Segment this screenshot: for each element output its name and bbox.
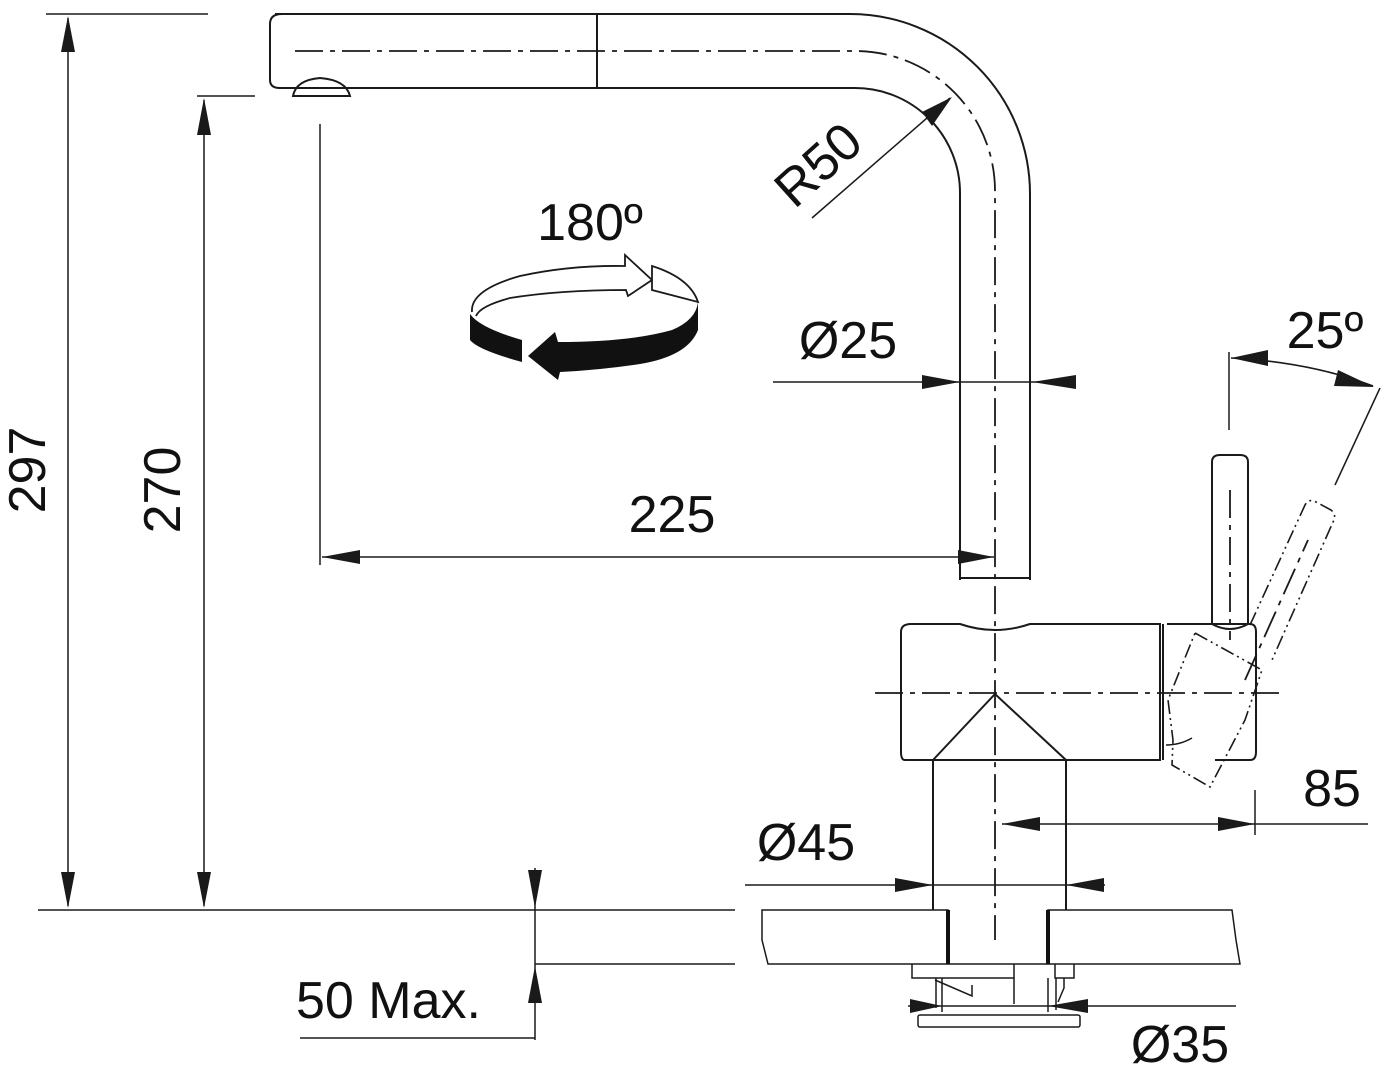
dimension-lever-angle: 25º bbox=[1228, 302, 1381, 486]
label-270: 270 bbox=[134, 447, 192, 534]
mounting-nut bbox=[911, 964, 1081, 1028]
dimension-spout-reach: 225 bbox=[319, 124, 994, 565]
dimension-total-height: 297 bbox=[0, 13, 208, 908]
dimension-spout-diameter: Ø25 bbox=[773, 312, 1076, 389]
aerator-outlet bbox=[291, 76, 352, 97]
dimension-bend-radius: R50 bbox=[764, 97, 952, 219]
spout bbox=[269, 13, 1031, 940]
dimension-base-diameter: Ø45 bbox=[745, 814, 1105, 892]
label-d45: Ø45 bbox=[757, 814, 855, 872]
label-225: 225 bbox=[629, 486, 716, 544]
dimension-spout-height: 270 bbox=[134, 95, 255, 908]
countertop bbox=[761, 909, 1241, 965]
label-d25: Ø25 bbox=[799, 312, 897, 370]
faucet-body bbox=[875, 623, 1280, 910]
label-297: 297 bbox=[0, 427, 57, 514]
label-r50: R50 bbox=[764, 112, 874, 219]
dimension-lever-offset: 85 bbox=[1002, 760, 1368, 835]
dimension-tap-hole-diameter: Ø35 bbox=[908, 999, 1236, 1074]
label-50-max: 50 Max. bbox=[296, 972, 481, 1030]
dimension-deck-thickness: 50 Max. bbox=[296, 868, 542, 1040]
label-d35: Ø35 bbox=[1131, 1016, 1229, 1074]
label-180deg: 180º bbox=[537, 194, 643, 252]
lever-handle bbox=[1165, 454, 1336, 789]
label-85: 85 bbox=[1303, 760, 1361, 818]
label-25deg: 25º bbox=[1287, 302, 1364, 360]
swivel-rotation-icon: 180º bbox=[470, 194, 700, 380]
